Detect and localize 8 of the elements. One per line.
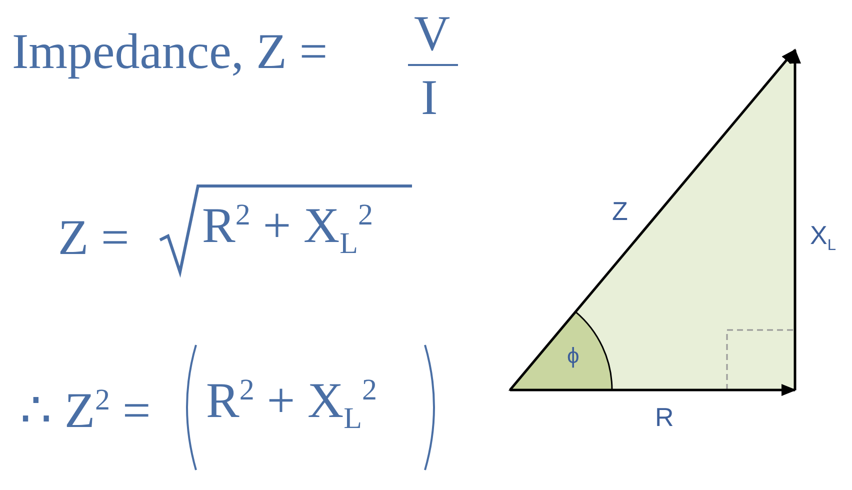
fraction-denominator: I [421, 72, 438, 122]
angle-label: ϕ [567, 345, 580, 367]
formula-text: ∴ Z$^{2}$ = [20, 385, 151, 435]
fraction-numerator: V [414, 8, 450, 58]
vector-label: R [655, 404, 674, 430]
formula-text: Z = [58, 212, 130, 262]
vector-label: X$_{L}$ [810, 222, 836, 254]
vector-label: Z [612, 198, 628, 224]
